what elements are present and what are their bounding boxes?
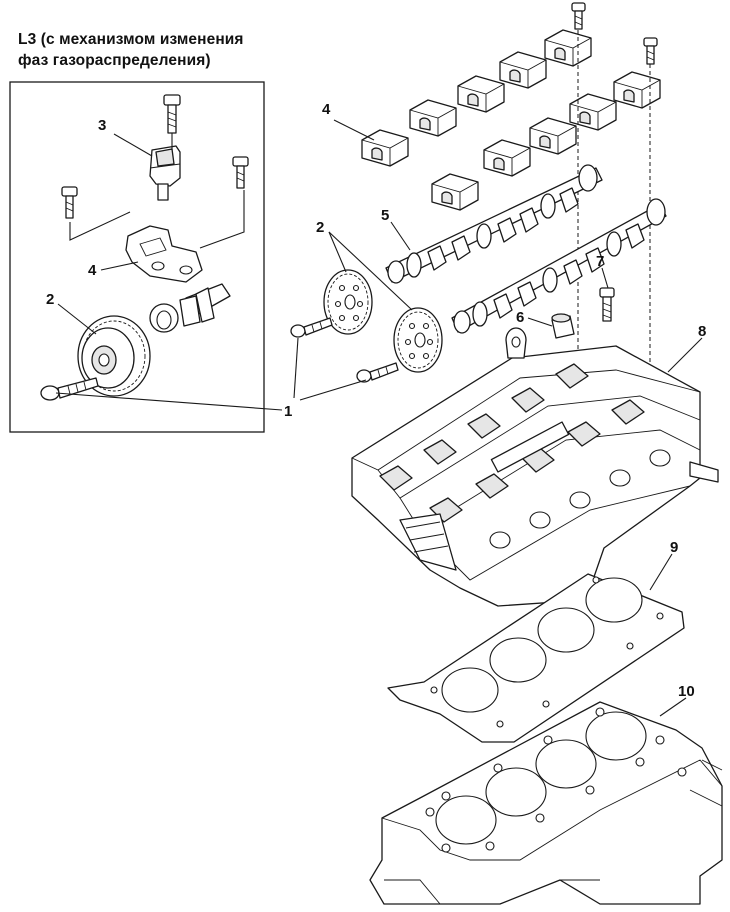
callout-8: 8 (698, 323, 706, 340)
camshaft-caps (361, 29, 661, 211)
callout-7: 7 (596, 253, 604, 270)
camshaft-sprocket-upper (323, 269, 373, 335)
cap-bolt-top-left (571, 2, 586, 30)
inset-bolt-left (61, 186, 78, 219)
inset-bolt-top (163, 94, 181, 134)
inset-sprocket-bolt (40, 377, 99, 401)
callout-10: 10 (678, 683, 695, 700)
inset-frame (9, 81, 265, 433)
cylinder-block (369, 701, 723, 905)
callout-9: 9 (670, 539, 678, 556)
inset-bolt-right (232, 156, 249, 189)
camshaft-exhaust (451, 198, 667, 334)
inset-title-line-2: фаз газораспределения) (18, 52, 211, 69)
inset-vvt-sprocket (77, 315, 151, 397)
inset-camshaft (149, 283, 231, 333)
cylinder-head-gasket (387, 573, 685, 743)
callout-4-inset: 4 (88, 262, 97, 279)
sprocket-bolt-upper (290, 317, 333, 338)
callout-4-main: 4 (322, 101, 331, 118)
inset-camshaft-cap (125, 225, 203, 283)
cap-bolt-top-right (643, 37, 658, 65)
head-bolt (599, 287, 615, 322)
sprocket-bolt-lower (356, 362, 399, 383)
cylinder-head (351, 327, 719, 607)
camshaft-sprocket-lower (393, 307, 443, 373)
callout-6: 6 (516, 309, 524, 326)
oil-control-valve (149, 145, 181, 201)
oil-filter-plug (551, 313, 575, 339)
callout-5: 5 (381, 207, 389, 224)
camshaft-intake (385, 164, 603, 284)
callout-2-inset: 2 (46, 291, 54, 308)
callout-3: 3 (98, 117, 106, 134)
callout-1: 1 (284, 403, 292, 420)
callout-2-main: 2 (316, 219, 324, 236)
inset-title-line-1: L3 (с механизмом изменения (18, 31, 244, 48)
